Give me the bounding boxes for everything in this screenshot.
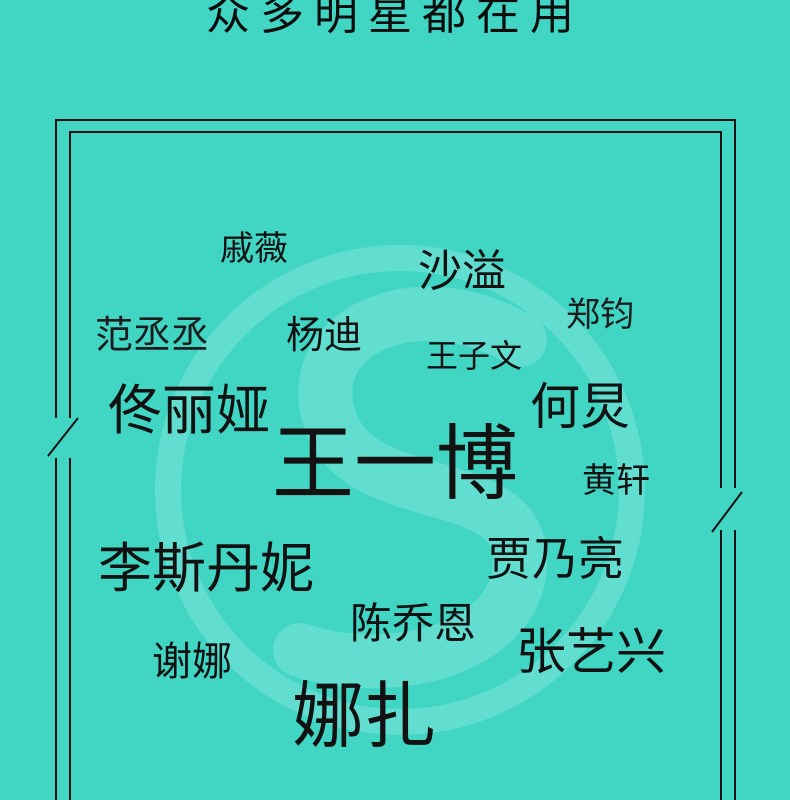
celebrity-name: 范丞丞 bbox=[95, 313, 210, 357]
celebrity-name: 郑钧 bbox=[566, 295, 634, 335]
celebrity-name: 谢娜 bbox=[152, 639, 232, 685]
celebrity-name: 王一博 bbox=[272, 417, 519, 512]
page-title: 众多明星都在用 bbox=[206, 0, 584, 40]
celebrity-name: 戚薇 bbox=[220, 229, 288, 269]
celebrity-name: 贾乃亮 bbox=[486, 532, 624, 586]
celebrity-name: 娜扎 bbox=[292, 674, 437, 758]
celebrity-name: 黄轩 bbox=[582, 461, 650, 501]
celebrity-name: 李斯丹妮 bbox=[98, 537, 314, 600]
celebrity-name: 佟丽娅 bbox=[108, 379, 270, 442]
celebrity-name: 杨迪 bbox=[286, 313, 363, 357]
celebrity-name: 陈乔恩 bbox=[350, 599, 477, 648]
celebrity-name: 王子文 bbox=[426, 337, 523, 375]
celebrity-name: 张艺兴 bbox=[516, 623, 666, 681]
celebrity-name: 何炅 bbox=[530, 378, 630, 436]
celebrity-name: 沙溢 bbox=[418, 246, 506, 297]
